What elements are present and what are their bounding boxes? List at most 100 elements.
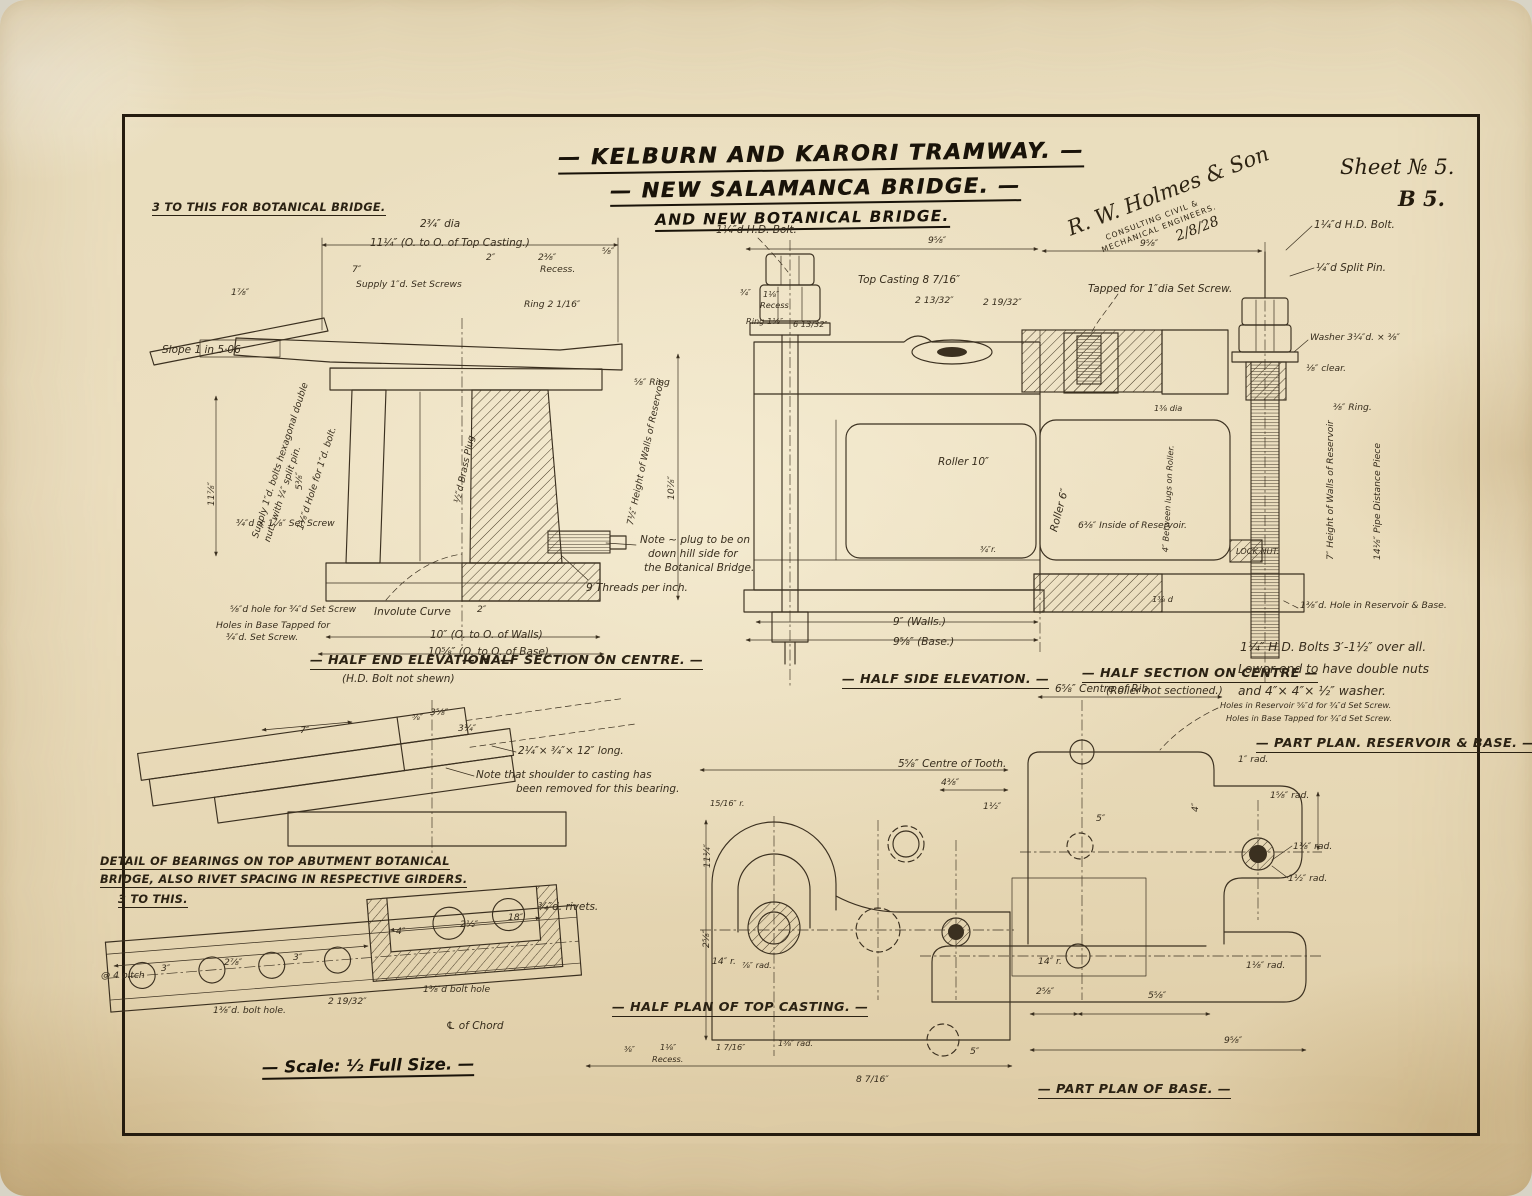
- tapped-set-screw-note: Tapped for 1″dia Set Screw.: [1088, 283, 1233, 295]
- view-half-end-elevation-linework: [149, 237, 680, 656]
- dim-label: 1¼″d H.D. Bolt.: [1314, 219, 1395, 231]
- note-three-to-this-botanical: 3 TO THIS FOR BOTANICAL BRIDGE.: [152, 201, 386, 216]
- drawing-note: the Botanical Bridge.: [644, 562, 755, 574]
- threads-note: 9 Threads per inch.: [586, 582, 688, 594]
- holes-note-line1: Holes in Reservoir ⅝″d for ¾″d Set Screw…: [1220, 700, 1392, 710]
- dim-label: ⅛″ clear.: [1306, 363, 1346, 374]
- view-caption-sub: (Roller not sectioned.): [1106, 685, 1223, 697]
- dim-label: 11¼″ (O. to O. of Top Casting.): [370, 237, 530, 249]
- dim-label: 2½″: [460, 919, 479, 930]
- holes-note-line2: Holes in Base Tapped for ¾″d Set Screw.: [1226, 713, 1392, 723]
- dim-label: 2 19/32″: [328, 996, 367, 1007]
- dim-label: 5″: [1096, 813, 1106, 824]
- girder-rivet-detail-linework: [104, 884, 583, 1013]
- dim-label: 15/16″ r.: [710, 798, 745, 808]
- dim-label: 1 7/16″: [716, 1042, 746, 1052]
- dim-label: 1½″: [983, 801, 1002, 812]
- dim-label: ¾″d. rivets.: [538, 901, 599, 913]
- dim-label: 2⅞″: [224, 957, 243, 968]
- drawing-note: Note ~ plug to be on: [640, 534, 750, 546]
- dim-label: 2 19/32″: [983, 297, 1022, 308]
- dim-label: ⅜″ Ring.: [1333, 402, 1372, 413]
- dim-label: 4″: [396, 926, 406, 937]
- sheet-title-line2: — NEW SALAMANCA BRIDGE. —: [609, 173, 1021, 207]
- dim-label: @ 4 pitch: [101, 970, 145, 981]
- dim-label: ⅝″: [412, 712, 423, 722]
- dim-label: 9⅝″: [1140, 238, 1159, 249]
- dim-label: 5⅝″: [1148, 990, 1167, 1001]
- dim-label: 1½″ rad.: [1288, 873, 1328, 884]
- dim-label: Top Casting 8 7/16″: [858, 274, 960, 286]
- dim-label: 11⅞″: [206, 481, 217, 506]
- scale-note: — Scale: ½ Full Size. —: [261, 1054, 475, 1080]
- dim-label: 2¾″ dia: [420, 218, 461, 230]
- shoulder-note-line2: been removed for this bearing.: [516, 783, 680, 795]
- dim-label: 5⅝″ Centre of Tooth.: [898, 758, 1007, 770]
- sheet-number: Sheet № 5.: [1340, 155, 1455, 179]
- dim-label: 3¼″: [458, 723, 477, 734]
- dim-label: 2⅝″: [1036, 986, 1055, 997]
- dim-label: 14″ r.: [1038, 956, 1062, 967]
- hd-bolts-note-line2: Lower end to have double nuts: [1238, 662, 1430, 676]
- view-caption-half-plan-top-casting: — HALF PLAN OF TOP CASTING. —: [612, 1000, 869, 1017]
- dim-label: 2⅜″: [538, 252, 557, 263]
- hd-bolts-note-line3: and 4″× 4″× ½″ washer.: [1238, 684, 1386, 698]
- involute-curve-label: Involute Curve: [374, 606, 451, 618]
- dim-label: 1″ rad.: [1238, 754, 1269, 765]
- dim-label: 1⅝″ rad.: [1270, 790, 1310, 801]
- centre-of-chord-label: ℄ of Chord: [446, 1020, 504, 1032]
- dim-label: 9⅝″ (Base.): [893, 636, 955, 648]
- dim-label: 1⅜″d. Hole in Reservoir & Base.: [1300, 600, 1447, 611]
- dim-label: 14⅛″ Pipe Distance Piece: [1372, 443, 1383, 560]
- dim-label: 1⅜ dia: [1154, 403, 1183, 413]
- dim-label: 1⅜″d. bolt hole.: [213, 1005, 286, 1016]
- view-caption-half-section-on-centre-right: — HALF SECTION ON CENTRE —: [1082, 666, 1318, 683]
- dim-label: Recess.: [540, 264, 576, 275]
- dim-label: Ring 2 1/16″: [524, 299, 581, 310]
- border-frame: [122, 114, 1480, 1136]
- shoulder-note-line1: Note that shoulder to casting has: [476, 769, 652, 781]
- detail-heading-line3: 3 TO THIS.: [118, 893, 188, 908]
- view-caption-half-section-on-centre: — HALF SECTION ON CENTRE. —: [462, 653, 704, 670]
- slope-label: Slope 1 in 5·06: [162, 344, 241, 356]
- dim-label: 1⅜″ rad.: [778, 1038, 813, 1048]
- dim-label: ¾″r.: [980, 544, 997, 554]
- view-caption-half-end-elevation: — HALF END ELEVATION. —: [310, 653, 514, 670]
- lock-nut-label: LOCK NUT.: [1236, 546, 1280, 556]
- dim-label: ⅝″ Ring: [634, 377, 670, 388]
- dim-label: 7″ Height of Walls of Reservoir: [1325, 420, 1336, 560]
- dim-label: ¾″d. Set Screw.: [226, 632, 299, 643]
- part-plan-reservoir-base-linework: [920, 695, 1322, 1052]
- dim-label: 2 13/32″: [915, 295, 954, 306]
- dim-label: Recess.: [652, 1054, 684, 1064]
- dim-label: ⅝″: [602, 246, 615, 257]
- view-caption-sub: (H.D. Bolt not shewn): [342, 673, 455, 685]
- dim-label: 7″: [300, 725, 310, 736]
- dim-label: 3⅝″: [430, 707, 449, 718]
- dim-label: 1⅜ d: [1152, 594, 1173, 604]
- view-caption-part-plan-of-base: — PART PLAN OF BASE. —: [1038, 1082, 1232, 1099]
- dim-label: ¾″: [740, 287, 751, 297]
- dim-label: 2″: [486, 252, 496, 263]
- dim-label: ⅞″ rad.: [742, 960, 772, 970]
- dim-label: 3″: [293, 952, 303, 963]
- dim-label: 6 13/32″: [793, 319, 828, 329]
- view-caption-half-side-elevation: — HALF SIDE ELEVATION. —: [842, 672, 1050, 689]
- view-caption-part-plan-reservoir-base: — PART PLAN. RESERVOIR & BASE. —: [1256, 736, 1532, 753]
- dim-label: Washer 3¼″d. × ⅜″: [1310, 332, 1400, 343]
- dim-label: 1¼″d H.D. Bolt.: [716, 224, 797, 236]
- dim-label: 11¼″: [702, 843, 713, 868]
- drawing-note: down hill side for: [648, 548, 738, 560]
- dim-label: 8 7/16″: [856, 1074, 889, 1085]
- dim-label: 1⅛″: [660, 1042, 677, 1052]
- dim-label: 9″ (Walls.): [893, 616, 947, 628]
- dim-label: 1⅛″ rad.: [1246, 960, 1286, 971]
- detail-heading-line1: DETAIL OF BEARINGS ON TOP ABUTMENT BOTAN…: [100, 855, 450, 870]
- dim-label: ⅝″d hole for ¾″d Set Screw: [230, 604, 357, 615]
- dim-label: ¼″d Split Pin.: [1316, 262, 1386, 274]
- detail-heading-line2: BRIDGE, ALSO RIVET SPACING IN RESPECTIVE…: [100, 873, 468, 888]
- dim-label: 9⅝″: [1224, 1035, 1243, 1046]
- dim-label: 5″: [970, 1046, 980, 1057]
- dim-label: Holes in Base Tapped for: [216, 620, 331, 631]
